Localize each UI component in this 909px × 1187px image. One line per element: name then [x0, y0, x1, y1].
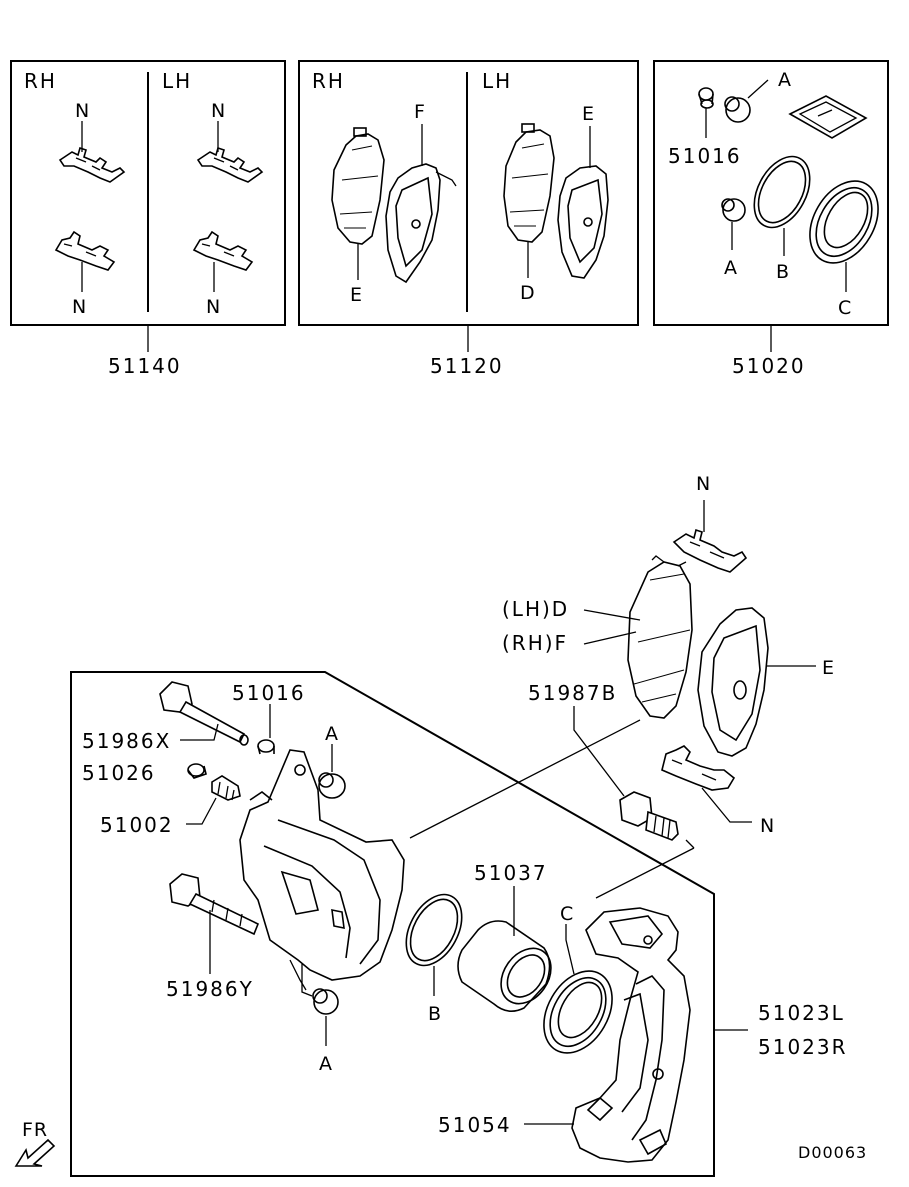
diagram-code: D00063: [798, 1143, 867, 1162]
main-callout-n-bottom: N: [760, 815, 775, 837]
clips-kit-part-number: 51140: [108, 354, 182, 378]
callout-line-51987b: [573, 706, 625, 797]
alignment-line-bolt: [595, 839, 695, 899]
main-label-51986y: 51986Y: [166, 977, 254, 1001]
main-label-51986x: 51986X: [82, 729, 171, 753]
callout-line-51002: [186, 797, 217, 825]
pad-shape-lh-outer: [557, 165, 609, 279]
main-label-51037: 51037: [474, 861, 548, 885]
callout-line-lh-d: [583, 609, 641, 621]
bushing-shape-small: [698, 87, 714, 109]
seal-callout-b: B: [776, 261, 790, 283]
guide-pin-shape-x: [159, 681, 249, 746]
dust-boot-shape-c: [809, 180, 879, 264]
main-label-51987b: 51987B: [528, 681, 617, 705]
main-label-lh-d: (LH)D: [502, 597, 569, 621]
boot-shape-a-main-bottom: [312, 988, 339, 1015]
main-label-rh-f: (RH)F: [502, 631, 568, 655]
pad-shape-lh-inner: [503, 123, 555, 243]
bolt-shape-51987b: [619, 791, 679, 841]
clip-callout-n-2: N: [72, 296, 87, 318]
seal-kit-sub-part-number: 51016: [668, 144, 742, 168]
alignment-line-pad: [409, 719, 641, 839]
pad-shape-inner-main: [627, 555, 693, 719]
clip-shape-top: [672, 528, 748, 573]
main-callout-a-top: A: [325, 723, 339, 745]
seal-callout-a-1: A: [778, 69, 792, 91]
caliper-body-shape: [239, 749, 405, 991]
callout-line-rh-f: [583, 631, 637, 645]
seal-callout-a-2: A: [724, 257, 738, 279]
seal-kit-box: 51016 A A B: [653, 60, 889, 378]
pad-callout-e-1: E: [350, 284, 363, 306]
callout-line-n-bottom: [701, 787, 752, 823]
main-label-51023l: 51023L: [758, 1001, 845, 1025]
pad-kit-lh-label: LH: [482, 69, 512, 93]
dust-boot-shape-main-c: [543, 970, 613, 1054]
clips-kit-lh-label: LH: [162, 69, 192, 93]
assembly-frame: [70, 671, 715, 1177]
callout-line-c-main: [565, 924, 575, 975]
pad-callout-d: D: [520, 282, 536, 304]
piston-shape: [457, 920, 552, 1012]
clip-callout-n-3: N: [211, 100, 226, 122]
cap-shape-51026: [187, 763, 207, 779]
bleeder-screw-shape: [211, 775, 241, 801]
seal-ring-shape-main-b: [405, 893, 463, 967]
main-label-51023r: 51023R: [758, 1035, 848, 1059]
main-label-51026: 51026: [82, 761, 156, 785]
clip-callout-n-1: N: [75, 100, 90, 122]
front-direction-indicator: FR: [14, 1119, 56, 1167]
guide-pin-shape-y: [169, 873, 260, 936]
pad-shape-rh-outer: [385, 163, 457, 284]
main-label-51054: 51054: [438, 1113, 512, 1137]
pad-kit-box: RH LH E F D: [298, 60, 639, 378]
main-callout-b: B: [428, 1003, 442, 1025]
seal-ring-shape-b: [753, 155, 811, 229]
caliper-support-shape: [571, 907, 691, 1163]
pad-callout-f: F: [414, 101, 426, 123]
boot-shape-a-top: [724, 96, 751, 123]
clips-kit-box: RH LH N N N N 51140: [10, 60, 286, 378]
callout-line-51986x: [180, 723, 219, 741]
clip-shape-rh-upper: [58, 146, 126, 183]
pad-shape-rh-inner: [331, 127, 385, 245]
fr-arrow-icon: [14, 1138, 56, 1167]
clip-shape-bottom: [661, 745, 736, 791]
seal-kit-part-number: 51020: [732, 354, 806, 378]
fr-label: FR: [22, 1119, 48, 1141]
bushing-shape-main: [257, 739, 275, 755]
callout-line-a-leader: [301, 964, 313, 997]
main-label-51016: 51016: [232, 681, 306, 705]
pad-callout-e-2: E: [582, 103, 595, 125]
clips-kit-rh-label: RH: [24, 69, 57, 93]
boot-shape-a-bottom: [721, 198, 746, 222]
clip-shape-lh-upper: [196, 146, 264, 183]
clip-callout-n-4: N: [206, 296, 221, 318]
pad-shape-outer-main: [697, 607, 769, 757]
main-callout-c: C: [560, 903, 574, 925]
main-callout-a-bottom: A: [319, 1053, 333, 1075]
main-callout-e: E: [822, 657, 835, 679]
pad-kit-rh-label: RH: [312, 69, 345, 93]
callout-line-a1: [747, 79, 769, 99]
grease-packet-shape: [788, 95, 868, 139]
pad-kit-part-number: 51120: [430, 354, 504, 378]
seal-callout-c: C: [838, 297, 852, 319]
main-assembly: N (LH)D (RH)F E 51987B: [70, 473, 848, 1177]
clip-shape-rh-lower: [54, 230, 116, 271]
boot-shape-a-main-top: [318, 772, 346, 799]
main-label-51002: 51002: [100, 813, 174, 837]
clip-shape-lh-lower: [192, 230, 254, 271]
main-callout-n-top: N: [696, 473, 711, 495]
